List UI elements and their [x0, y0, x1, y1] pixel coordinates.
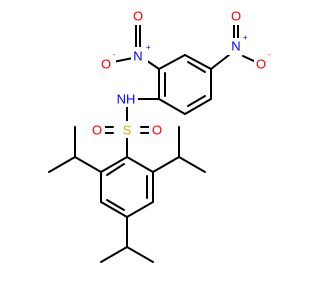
structure-diagram: N + O - O N + O O - NH: [48, 8, 271, 263]
nitro-nitrogen-atom: N +: [227, 33, 248, 55]
svg-text:O: O: [101, 57, 111, 72]
bond: [100, 201, 128, 218]
svg-text:O: O: [92, 123, 102, 138]
atom-layer: N + O - O N + O O - NH: [89, 8, 271, 138]
svg-text:O: O: [256, 57, 266, 72]
bond: [100, 156, 128, 173]
bond: [126, 156, 154, 173]
bond: [106, 199, 125, 211]
bond: [106, 163, 125, 176]
bond: [152, 156, 180, 173]
bond: [158, 54, 186, 70]
bond: [184, 98, 212, 115]
nitro-oxygen-atom: O: [130, 8, 147, 25]
bond: [48, 156, 76, 173]
bond: [158, 98, 186, 115]
sulfonyl-oxygen-atom: O: [149, 121, 165, 138]
bond: [126, 246, 154, 263]
svg-text:O: O: [152, 123, 162, 138]
bond: [187, 95, 206, 107]
svg-text:+: +: [146, 43, 151, 52]
bond: [184, 54, 212, 70]
bond: [112, 57, 134, 63]
nitro-oxygen-atom: O: [227, 8, 244, 25]
bond: [178, 156, 206, 173]
svg-text:-: -: [268, 50, 271, 59]
nitro-nitrogen-atom: N +: [131, 43, 151, 64]
sulfur-atom: S: [119, 121, 135, 138]
svg-text:N: N: [133, 49, 142, 64]
bond: [126, 201, 154, 218]
bond: [242, 55, 257, 63]
svg-text:+: +: [243, 33, 248, 42]
svg-text:S: S: [123, 123, 132, 138]
bond: [210, 54, 230, 70]
bond: [187, 61, 206, 73]
svg-text:O: O: [133, 9, 143, 24]
bond: [100, 246, 128, 263]
bond: [74, 156, 102, 173]
nitro-oxygen-atom: O -: [254, 50, 271, 72]
amine-nitrogen-atom: NH: [114, 90, 138, 107]
svg-text:N: N: [231, 39, 240, 54]
svg-text:-: -: [113, 50, 116, 59]
nitro-oxygen-atom: O -: [99, 50, 116, 72]
svg-text:O: O: [231, 9, 241, 24]
bond-layer: [48, 21, 257, 263]
sulfonyl-oxygen-atom: O: [89, 121, 105, 138]
svg-text:NH: NH: [117, 92, 136, 107]
